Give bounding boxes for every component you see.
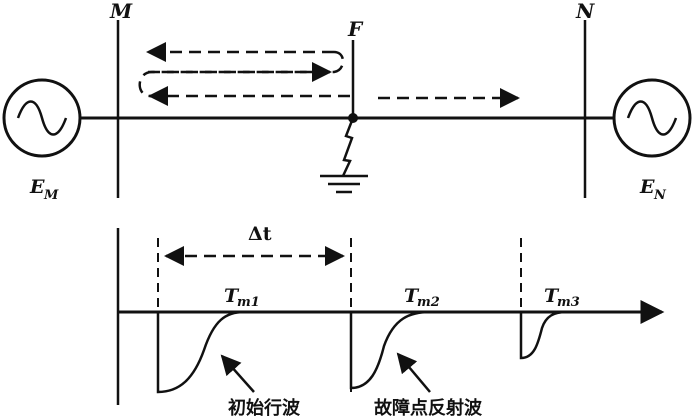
delta-t-label: Δt <box>248 223 272 245</box>
bus-n-label: N <box>575 0 595 23</box>
source-en-label: E N <box>639 176 667 203</box>
reflected-wave-curve <box>349 310 431 390</box>
reflected-wave-pointer-arrow <box>396 352 431 393</box>
svg-text:T: T <box>544 285 560 307</box>
power-line-diagram: M N F E M E N <box>2 0 692 203</box>
bus-m-label: M <box>109 0 133 23</box>
waveform-diagram: Δt T m1 T m2 T m3 初始行波 故障点反射波 <box>116 223 665 418</box>
tm2-label: T m2 <box>404 285 440 310</box>
reflected-wave-label: 故障点反射波 <box>374 397 483 418</box>
initial-wave-label: 初始行波 <box>228 397 301 418</box>
initial-wave-pointer-arrow <box>220 354 255 393</box>
svg-text:T: T <box>224 285 240 307</box>
svg-text:m2: m2 <box>417 295 440 310</box>
source-em-label: E M <box>29 176 59 203</box>
source-em-icon <box>2 78 82 158</box>
tm3-label: T m3 <box>544 285 580 310</box>
wave-arrows <box>138 42 520 108</box>
svg-text:M: M <box>43 188 59 203</box>
fault-lightning-icon <box>341 117 355 177</box>
svg-text:m3: m3 <box>557 295 580 310</box>
svg-text:N: N <box>653 188 667 203</box>
svg-text:E: E <box>29 176 45 198</box>
third-wave-curve <box>519 310 567 360</box>
fault-label: F <box>347 17 364 41</box>
ground-icon <box>320 174 368 194</box>
source-en-icon <box>612 78 692 158</box>
svg-text:E: E <box>639 176 655 198</box>
svg-text:T: T <box>404 285 420 307</box>
svg-text:m1: m1 <box>237 295 260 310</box>
initial-wave-curve <box>156 310 245 394</box>
reflection-loop-arrow <box>138 50 345 98</box>
tm1-label: T m1 <box>224 285 260 310</box>
